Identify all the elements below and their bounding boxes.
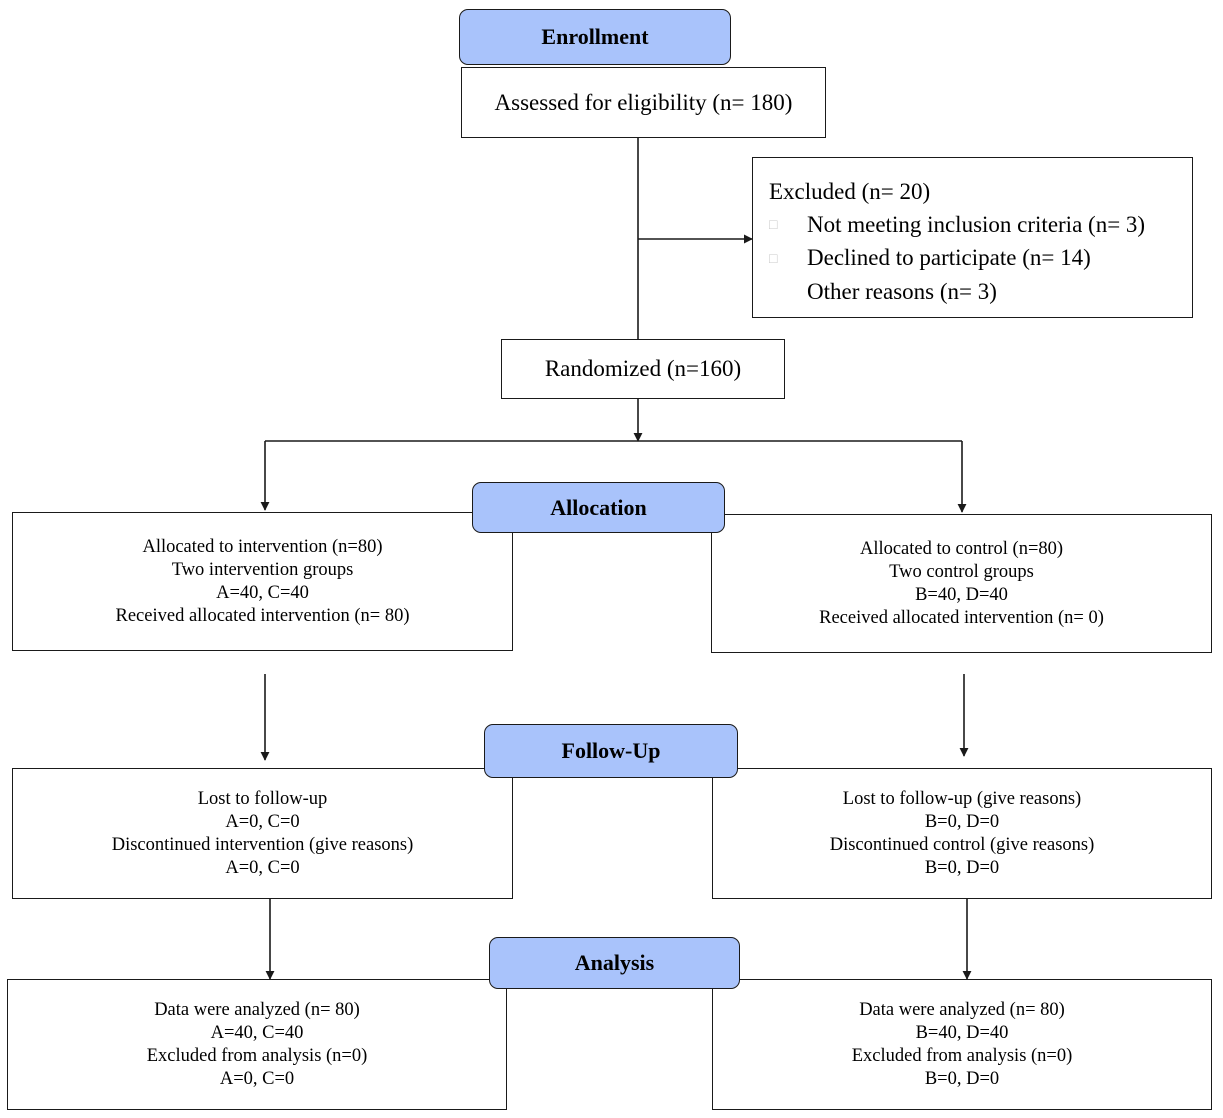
text-line: A=0, C=0 (225, 857, 300, 878)
text-line: Data were analyzed (n= 80) (154, 999, 360, 1020)
text-line: B=40, D=40 (915, 1022, 1009, 1043)
excluded-item-text: Other reasons (n= 3) (807, 279, 997, 305)
stage-allocation: Allocation (472, 482, 725, 533)
text-line: Two intervention groups (171, 559, 354, 580)
assessed-text: Assessed for eligibility (n= 180) (494, 89, 793, 115)
text-line: Allocated to control (n=80) (859, 538, 1064, 559)
text-line: Discontinued control (give reasons) (829, 834, 1095, 855)
text-line: Received allocated intervention (n= 0) (819, 607, 1104, 628)
stage-analysis-label: Analysis (574, 950, 655, 975)
text-line: A=40, C=40 (216, 582, 309, 603)
text-line: B=0, D=0 (924, 857, 1000, 878)
stage-follow-up-label: Follow-Up (561, 738, 661, 763)
stage-analysis: Analysis (489, 937, 740, 989)
text-line: B=0, D=0 (924, 1068, 1000, 1089)
excluded-item-text: Not meeting inclusion criteria (n= 3) (807, 211, 1146, 237)
excluded-title: Excluded (n= 20) (769, 179, 931, 204)
stage-enrollment-label: Enrollment (541, 24, 649, 49)
excluded-item-text: Declined to participate (n= 14) (807, 245, 1091, 271)
excluded-item: Other reasons (n= 3) (769, 276, 1192, 309)
text-line: Discontinued intervention (give reasons) (111, 834, 414, 855)
excluded-item: □ Declined to participate (n= 14) (769, 242, 1192, 276)
randomized-text: Randomized (n=160) (544, 356, 742, 381)
followup-intervention-box: Lost to follow-up A=0, C=0 Discontinued … (12, 768, 513, 899)
followup-control-box: Lost to follow-up (give reasons) B=0, D=… (712, 768, 1212, 899)
text-line: B=40, D=40 (915, 584, 1008, 605)
stage-enrollment: Enrollment (459, 9, 731, 65)
text-line: Lost to follow-up (give reasons) (842, 788, 1082, 809)
assessed-box: Assessed for eligibility (n= 180) (461, 67, 826, 138)
text-line: Two control groups (889, 561, 1034, 582)
text-line: Received allocated intervention (n= 80) (115, 605, 410, 626)
text-line: A=0, C=0 (225, 811, 300, 832)
text-line: A=0, C=0 (219, 1068, 295, 1089)
allocation-intervention-box: Allocated to intervention (n=80) Two int… (12, 512, 513, 651)
text-line: A=40, C=40 (210, 1022, 304, 1043)
text-line: Allocated to intervention (n=80) (142, 536, 383, 557)
excluded-item: □ Not meeting inclusion criteria (n= 3) (769, 209, 1192, 243)
text-line: Data were analyzed (n= 80) (859, 999, 1065, 1020)
text-line: Excluded from analysis (n=0) (146, 1045, 368, 1066)
allocation-control-box: Allocated to control (n=80) Two control … (711, 514, 1212, 653)
stage-follow-up: Follow-Up (484, 724, 738, 778)
excluded-box: Excluded (n= 20) □ Not meeting inclusion … (752, 157, 1193, 318)
stage-allocation-label: Allocation (550, 494, 647, 520)
text-line: Excluded from analysis (n=0) (851, 1045, 1073, 1066)
randomized-box: Randomized (n=160) (501, 339, 785, 399)
text-line: Lost to follow-up (197, 788, 328, 809)
checkbox-icon: □ (769, 217, 778, 233)
analysis-intervention-box: Data were analyzed (n= 80) A=40, C=40 Ex… (7, 979, 507, 1110)
text-line: B=0, D=0 (924, 811, 1000, 832)
checkbox-icon: □ (769, 251, 778, 267)
analysis-control-box: Data were analyzed (n= 80) B=40, D=40 Ex… (712, 979, 1212, 1110)
